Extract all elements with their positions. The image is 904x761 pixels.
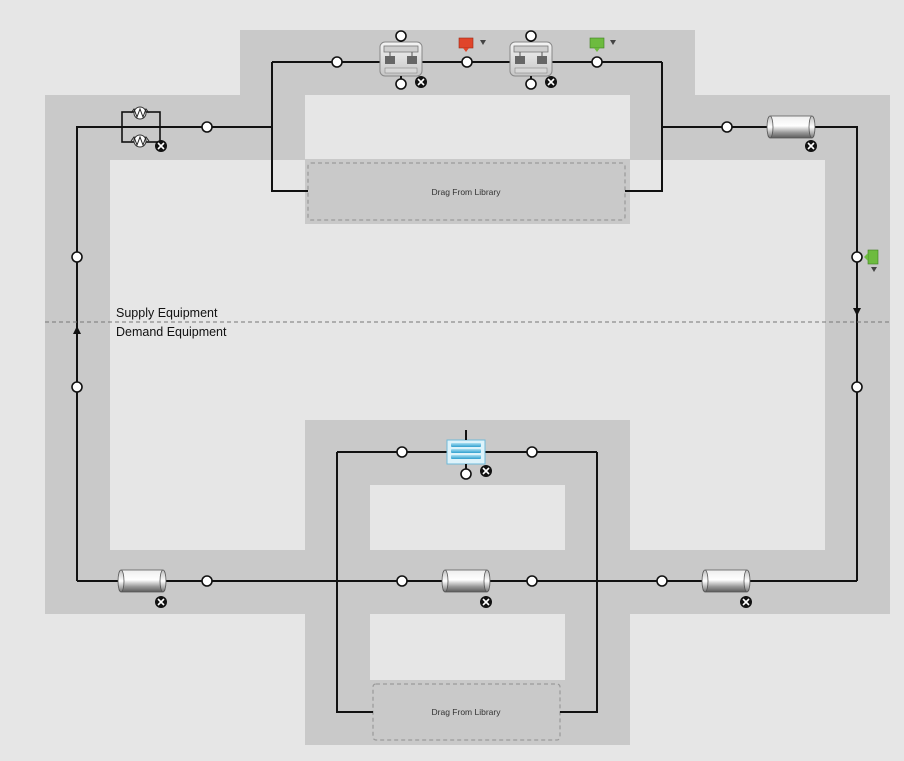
pipe-icon[interactable]	[117, 569, 167, 593]
delete-icon[interactable]	[545, 76, 557, 88]
delete-icon[interactable]	[155, 140, 167, 152]
boiler-icon[interactable]	[121, 106, 161, 148]
loop-nodes	[71, 30, 863, 587]
loop-node[interactable]	[525, 30, 537, 42]
pipe-icon[interactable]	[441, 569, 491, 593]
delete-icon[interactable]	[415, 76, 427, 88]
delete-icon[interactable]	[740, 596, 752, 608]
loop-node[interactable]	[395, 78, 407, 90]
setpoint-manager-icon[interactable]	[458, 37, 486, 52]
loop-node[interactable]	[396, 446, 408, 458]
loop-node[interactable]	[331, 56, 343, 68]
demand-equipment-label: Demand Equipment	[116, 325, 227, 339]
demand-splitter-line	[336, 452, 373, 713]
loop-node[interactable]	[525, 78, 537, 90]
supply-branch-inner	[305, 95, 630, 159]
loop-node[interactable]	[460, 468, 472, 480]
demand-branch-inner-top	[370, 485, 565, 550]
chevron-down-icon	[871, 267, 877, 272]
cooling-coil-icon[interactable]	[446, 439, 486, 465]
pipe-icon[interactable]	[701, 569, 751, 593]
pipe-components	[117, 115, 816, 593]
delete-icon[interactable]	[480, 596, 492, 608]
demand-drop-zone[interactable]: Drag From Library	[372, 683, 561, 741]
loop-node[interactable]	[591, 56, 603, 68]
demand-drop-zone-label: Drag From Library	[432, 707, 502, 717]
supply-splitter-line	[271, 62, 308, 192]
demand-mixer-line	[560, 452, 598, 713]
loop-node[interactable]	[71, 251, 83, 263]
delete-icon[interactable]	[805, 140, 817, 152]
loop-node[interactable]	[851, 381, 863, 393]
chiller-icon[interactable]	[379, 41, 423, 77]
loop-node[interactable]	[851, 251, 863, 263]
loop-node[interactable]	[721, 121, 733, 133]
loop-node[interactable]	[656, 575, 668, 587]
loop-node[interactable]	[395, 30, 407, 42]
loop-node[interactable]	[201, 121, 213, 133]
supply-drop-zone-label: Drag From Library	[432, 187, 502, 197]
loop-node[interactable]	[461, 56, 473, 68]
flow-arrow-down-icon	[853, 308, 861, 316]
demand-branch-inner-bottom	[370, 614, 565, 680]
pipe-icon[interactable]	[766, 115, 816, 139]
delete-buttons	[155, 76, 817, 608]
loop-node[interactable]	[396, 575, 408, 587]
delete-icon[interactable]	[155, 596, 167, 608]
chevron-down-icon	[480, 40, 486, 45]
loop-node[interactable]	[201, 575, 213, 587]
chiller-icon[interactable]	[509, 41, 553, 77]
loop-node[interactable]	[71, 381, 83, 393]
supply-mixer-line	[625, 62, 663, 192]
chevron-down-icon	[610, 40, 616, 45]
node-sensor-icon[interactable]	[589, 37, 616, 52]
supply-drop-zone[interactable]: Drag From Library	[307, 162, 626, 221]
supply-equipment-label: Supply Equipment	[116, 306, 218, 320]
flow-arrow-up-icon	[73, 326, 81, 334]
loop-node[interactable]	[526, 575, 538, 587]
loop-node[interactable]	[526, 446, 538, 458]
node-sensor-icon[interactable]	[864, 249, 879, 272]
delete-icon[interactable]	[480, 465, 492, 477]
